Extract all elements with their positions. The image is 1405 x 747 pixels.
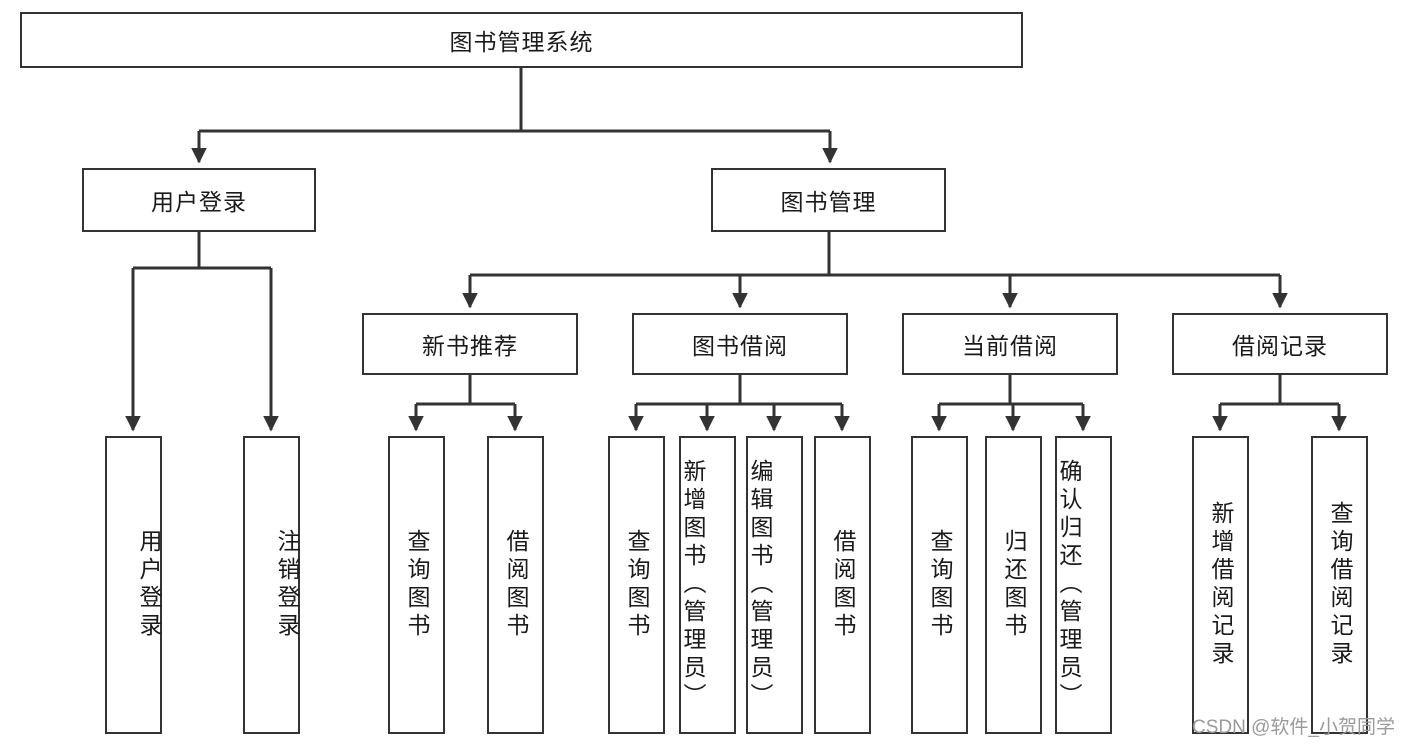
node-book-manage[interactable]: 图书管理 [711, 168, 946, 232]
node-leaf-edit-book-admin-label: 编辑图书（管理员） [747, 459, 773, 711]
node-leaf-borrow-book-recommend[interactable]: 借阅图书 [487, 436, 544, 734]
node-current-borrow[interactable]: 当前借阅 [902, 313, 1118, 375]
node-borrow-record[interactable]: 借阅记录 [1172, 313, 1388, 375]
node-leaf-query-book-borrow-label: 查询图书 [624, 529, 650, 641]
node-leaf-add-book-admin[interactable]: 新增图书（管理员） [679, 436, 736, 734]
node-book-borrow[interactable]: 图书借阅 [632, 313, 848, 375]
node-leaf-confirm-return-admin[interactable]: 确认归还（管理员） [1055, 436, 1112, 734]
node-leaf-add-borrow-record-label: 新增借阅记录 [1208, 501, 1234, 669]
node-leaf-query-borrow-record-label: 查询借阅记录 [1327, 501, 1353, 669]
node-leaf-query-book-current[interactable]: 查询图书 [911, 436, 968, 734]
node-leaf-query-book-recommend[interactable]: 查询图书 [388, 436, 445, 734]
node-leaf-user-login-label: 用户登录 [136, 529, 162, 641]
node-root[interactable]: 图书管理系统 [20, 12, 1023, 68]
node-leaf-confirm-return-admin-label: 确认归还（管理员） [1056, 459, 1082, 711]
node-user-login[interactable]: 用户登录 [82, 168, 316, 232]
node-leaf-query-book-borrow[interactable]: 查询图书 [608, 436, 665, 734]
node-leaf-borrow-book-recommend-label: 借阅图书 [503, 529, 529, 641]
node-current-borrow-label: 当前借阅 [962, 333, 1058, 359]
node-leaf-add-book-admin-label: 新增图书（管理员） [680, 459, 706, 711]
node-book-borrow-label: 图书借阅 [692, 333, 788, 359]
node-borrow-record-label: 借阅记录 [1232, 333, 1328, 359]
node-leaf-return-book-label: 归还图书 [1001, 529, 1027, 641]
node-user-login-label: 用户登录 [151, 189, 247, 215]
node-leaf-query-book-current-label: 查询图书 [927, 529, 953, 641]
node-leaf-user-login[interactable]: 用户登录 [105, 436, 162, 734]
node-leaf-edit-book-admin[interactable]: 编辑图书（管理员） [746, 436, 803, 734]
node-new-book-recommend[interactable]: 新书推荐 [362, 313, 578, 375]
node-root-label: 图书管理系统 [449, 29, 594, 55]
node-leaf-borrow-book-borrow[interactable]: 借阅图书 [814, 436, 871, 734]
csdn-watermark: CSDN @软件_小贺同学 [1192, 717, 1395, 738]
node-leaf-query-borrow-record[interactable]: 查询借阅记录 [1311, 436, 1368, 734]
node-new-book-recommend-label: 新书推荐 [422, 333, 518, 359]
node-leaf-borrow-book-borrow-label: 借阅图书 [830, 529, 856, 641]
node-leaf-return-book[interactable]: 归还图书 [985, 436, 1042, 734]
node-leaf-query-book-recommend-label: 查询图书 [404, 529, 430, 641]
node-leaf-logout[interactable]: 注销登录 [243, 436, 300, 734]
node-leaf-add-borrow-record[interactable]: 新增借阅记录 [1192, 436, 1249, 734]
node-book-manage-label: 图书管理 [780, 189, 877, 215]
node-leaf-logout-label: 注销登录 [274, 529, 300, 641]
